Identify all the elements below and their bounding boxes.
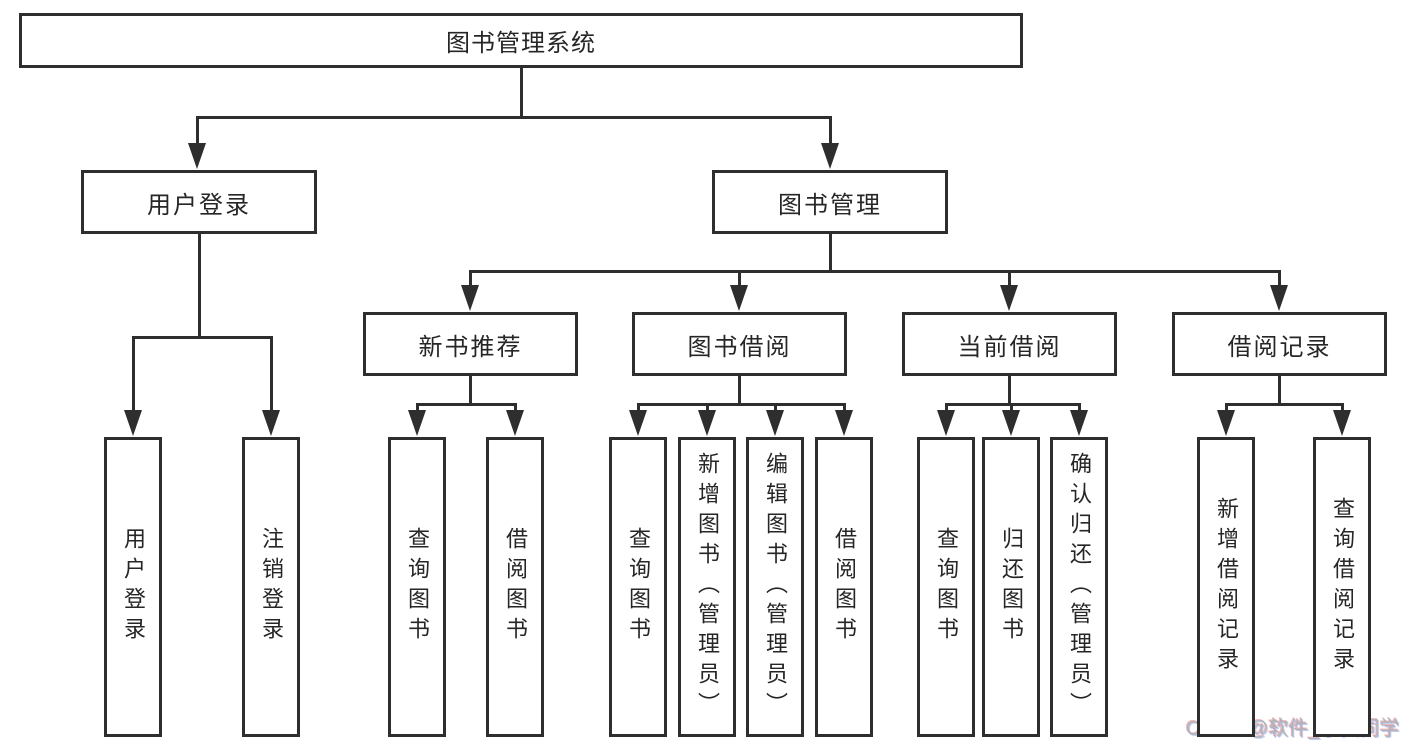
node-user-login: 用户登录 xyxy=(81,170,317,234)
node-leaf-confirm-return-admin: 确认归还（管理员） xyxy=(1050,437,1108,737)
node-root: 图书管理系统 xyxy=(19,13,1023,68)
node-label: 新书推荐 xyxy=(418,333,523,361)
arrowhead-icon xyxy=(629,410,647,436)
arrowhead-icon xyxy=(730,285,748,311)
connector-line xyxy=(468,374,472,406)
arrowhead-icon xyxy=(188,143,206,169)
node-label: 注销登录 xyxy=(259,527,284,647)
node-leaf-logout: 注销登录 xyxy=(242,437,300,737)
arrowhead-icon xyxy=(698,410,716,436)
connector-line xyxy=(1007,269,1011,295)
node-new-book-recommend: 新书推荐 xyxy=(363,312,578,376)
connector-line xyxy=(195,115,199,152)
connector-line xyxy=(269,335,273,420)
arrowhead-icon xyxy=(461,285,479,311)
node-leaf-user-login: 用户登录 xyxy=(104,437,162,737)
connector-line xyxy=(195,115,832,119)
node-label: 图书借阅 xyxy=(687,333,792,361)
node-label: 用户登录 xyxy=(147,191,251,219)
connector-line xyxy=(1007,374,1011,406)
node-label: 借阅记录 xyxy=(1227,333,1332,361)
node-label: 查询图书 xyxy=(626,527,651,647)
connector-line xyxy=(944,402,1081,406)
arrowhead-icon xyxy=(1000,285,1018,311)
arrowhead-icon xyxy=(124,410,142,436)
node-book-management: 图书管理 xyxy=(712,170,948,234)
node-label: 查询图书 xyxy=(934,527,959,647)
connector-line xyxy=(737,269,741,295)
connector-line xyxy=(131,335,135,420)
arrowhead-icon xyxy=(766,410,784,436)
connector-line xyxy=(828,232,832,273)
node-leaf-query-borrow-record: 查询借阅记录 xyxy=(1313,437,1371,737)
node-leaf-query-book-borrowing: 查询图书 xyxy=(609,437,667,737)
connector-line xyxy=(1277,269,1281,295)
node-label: 查询借阅记录 xyxy=(1330,497,1355,677)
node-leaf-query-book-recommend: 查询图书 xyxy=(388,437,446,737)
node-leaf-add-borrow-record: 新增借阅记录 xyxy=(1197,437,1255,737)
arrowhead-icon xyxy=(1070,410,1088,436)
node-label: 确认归还（管理员） xyxy=(1067,452,1092,722)
arrowhead-icon xyxy=(408,410,426,436)
node-book-borrowing: 图书借阅 xyxy=(632,312,847,376)
node-current-borrowing: 当前借阅 xyxy=(902,312,1117,376)
node-label: 图书管理系统 xyxy=(446,30,596,57)
connector-line xyxy=(197,232,201,339)
node-leaf-add-book-admin: 新增图书（管理员） xyxy=(678,437,736,737)
connector-line xyxy=(131,335,273,339)
arrowhead-icon xyxy=(1217,410,1235,436)
node-label: 当前借阅 xyxy=(957,333,1062,361)
connector-line xyxy=(1224,402,1344,406)
node-label: 新增借阅记录 xyxy=(1214,497,1239,677)
arrowhead-icon xyxy=(937,410,955,436)
node-label: 归还图书 xyxy=(999,527,1024,647)
arrowhead-icon xyxy=(262,410,280,436)
arrowhead-icon xyxy=(1002,410,1020,436)
node-label: 查询图书 xyxy=(405,527,430,647)
node-label: 新增图书（管理员） xyxy=(695,452,720,722)
node-leaf-query-book-current: 查询图书 xyxy=(917,437,975,737)
node-leaf-borrow-book-recommend: 借阅图书 xyxy=(486,437,544,737)
connector-line xyxy=(415,402,517,406)
node-leaf-edit-book-admin: 编辑图书（管理员） xyxy=(746,437,804,737)
arrowhead-icon xyxy=(506,410,524,436)
node-borrowing-records: 借阅记录 xyxy=(1172,312,1387,376)
node-leaf-borrow-book-borrowing: 借阅图书 xyxy=(815,437,873,737)
connector-line xyxy=(468,269,1281,273)
node-label: 借阅图书 xyxy=(503,527,528,647)
connector-line xyxy=(737,374,741,406)
node-label: 借阅图书 xyxy=(832,527,857,647)
node-label: 用户登录 xyxy=(121,527,146,647)
arrowhead-icon xyxy=(821,143,839,169)
connector-line xyxy=(468,269,472,295)
connector-line xyxy=(1277,374,1281,406)
node-label: 图书管理 xyxy=(778,191,882,219)
connector-line xyxy=(828,115,832,152)
node-label: 编辑图书（管理员） xyxy=(763,452,788,722)
connector-line xyxy=(519,66,523,119)
arrowhead-icon xyxy=(1333,410,1351,436)
arrowhead-icon xyxy=(1270,285,1288,311)
node-leaf-return-book: 归还图书 xyxy=(982,437,1040,737)
connector-line xyxy=(636,402,846,406)
arrowhead-icon xyxy=(835,410,853,436)
